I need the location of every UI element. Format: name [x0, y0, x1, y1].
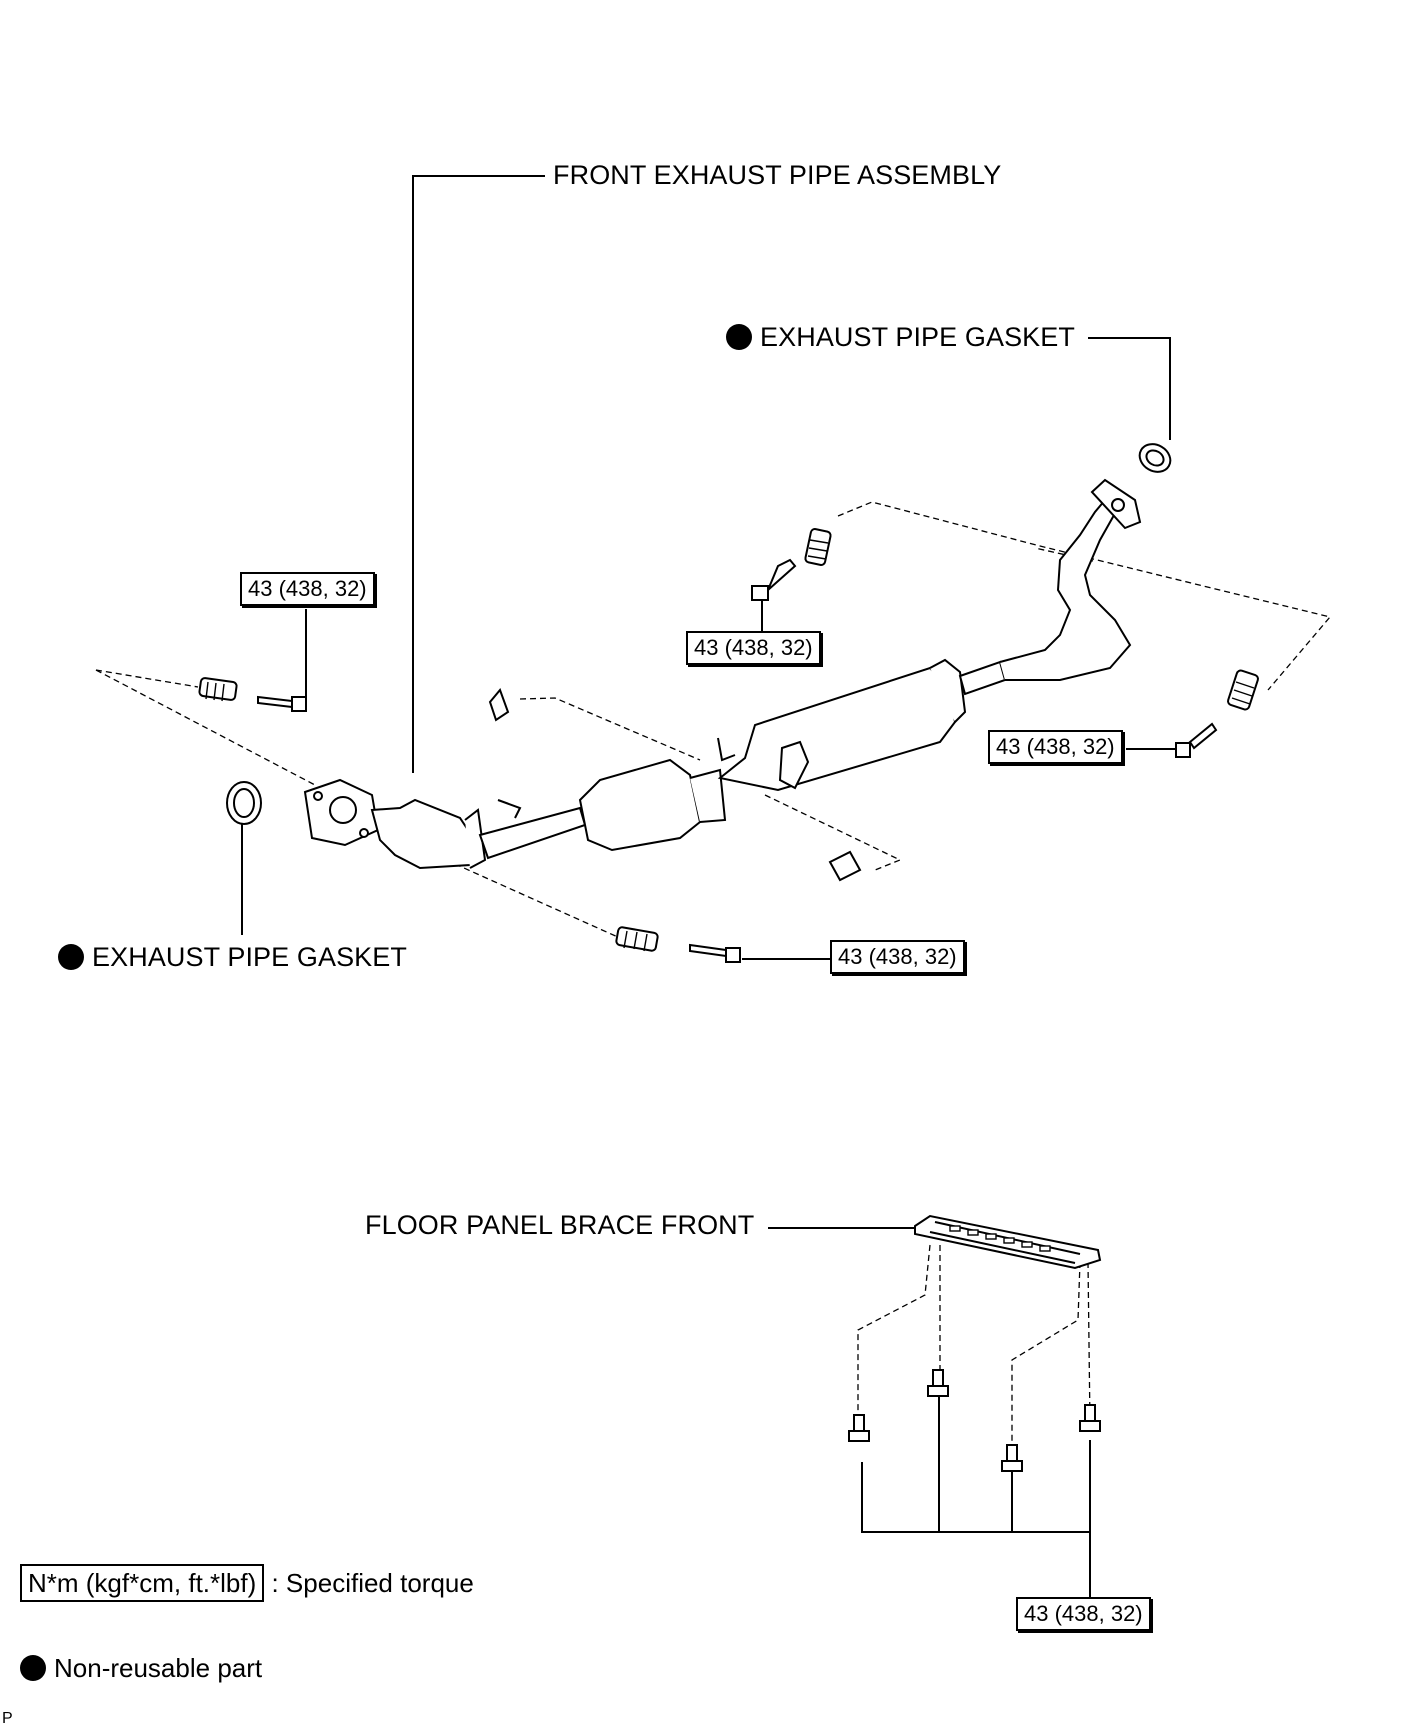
corner-code: P: [2, 1710, 13, 1727]
exhaust-pipe-gasket-front-label: EXHAUST PIPE GASKET: [58, 942, 407, 973]
leader-gasket-rear: [1088, 337, 1171, 440]
nonreusable-icon: [20, 1655, 46, 1681]
front-exhaust-pipe-assembly-label: FRONT EXHAUST PIPE ASSEMBLY: [553, 160, 1002, 190]
legend-nonreusable: Non-reusable part: [20, 1653, 262, 1684]
exhaust-pipe-gasket-rear-text: EXHAUST PIPE GASKET: [760, 322, 1075, 352]
leader-front-pipe: [412, 175, 545, 773]
torque-left-bolt: 43 (438, 32): [240, 572, 375, 606]
torque-lower-bolt: 43 (438, 32): [830, 940, 965, 974]
nonreusable-icon: [58, 944, 84, 970]
legend-nonreusable-desc: Non-reusable part: [54, 1653, 263, 1683]
leader-brace-tree: [861, 1462, 1091, 1629]
torque-brace-bolts: 43 (438, 32): [1016, 1597, 1151, 1631]
brace-bolts: [848, 1369, 1101, 1472]
legend-torque-desc: : Specified torque: [271, 1568, 474, 1598]
legend-torque: N*m (kgf*cm, ft.*lbf) : Specified torque: [20, 1564, 474, 1602]
bolts: [257, 558, 1218, 963]
nonreusable-icon: [726, 324, 752, 350]
legend-torque-unit: N*m (kgf*cm, ft.*lbf): [20, 1564, 265, 1602]
exhaust-pipe-gasket-rear-label: EXHAUST PIPE GASKET: [726, 322, 1075, 353]
springs: [198, 528, 1259, 952]
floor-panel-brace-front-label: FLOOR PANEL BRACE FRONT: [365, 1210, 755, 1240]
exhaust-pipe-gasket-front-text: EXHAUST PIPE GASKET: [92, 942, 407, 972]
front-exhaust-pipe-assembly: [303, 478, 1142, 882]
floor-panel-brace: [914, 1214, 1102, 1270]
torque-mid-upper-bolt: 43 (438, 32): [686, 631, 821, 665]
torque-right-bolt: 43 (438, 32): [988, 730, 1123, 764]
